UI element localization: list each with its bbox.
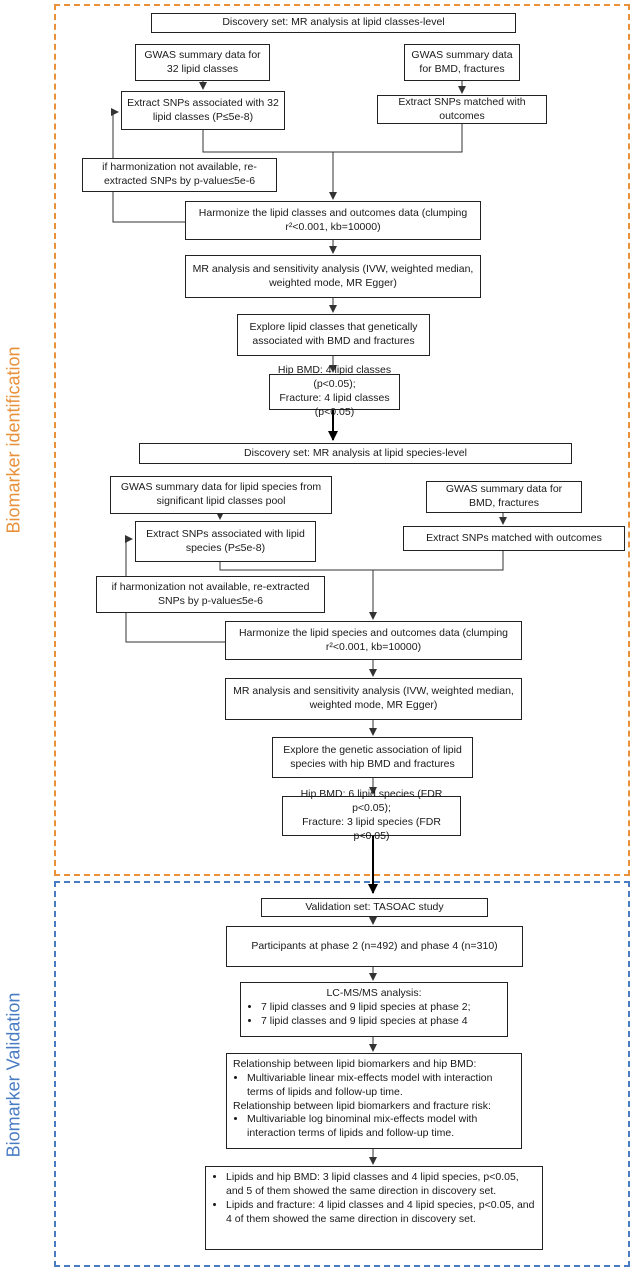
final-hip-bmd-item: Lipids and hip BMD: 3 lipid classes and …: [226, 1171, 536, 1199]
relationship-box: Relationship between lipid biomarkers an…: [226, 1053, 522, 1149]
rel-bmd-title: Relationship between lipid biomarkers an…: [233, 1058, 477, 1070]
classes-extract-lipid-box: Extract SNPs associated with 32 lipid cl…: [121, 91, 285, 130]
connector-merge-species: [219, 551, 504, 571]
final-fracture-item: Lipids and fracture: 4 lipid classes and…: [226, 1199, 536, 1227]
final-results-box: Lipids and hip BMD: 3 lipid classes and …: [205, 1166, 543, 1250]
classes-discovery-header: Discovery set: MR analysis at lipid clas…: [151, 13, 516, 33]
biomarker-identification-region: [54, 4, 630, 876]
lcms-analysis-box: LC-MS/MS analysis: 7 lipid classes and 9…: [240, 982, 508, 1037]
biomarker-validation-region: [54, 881, 630, 1267]
species-result-box: Hip BMD: 6 lipid species (FDR p<0.05); F…: [282, 788, 461, 842]
species-reextract-box: if harmonization not available, re-extra…: [96, 576, 325, 613]
classes-result-fracture: Fracture: 4 lipid classes (p<0.05): [279, 392, 390, 418]
classes-mr-analysis-box: MR analysis and sensitivity analysis (IV…: [185, 255, 481, 298]
species-extract-lipid-box: Extract SNPs associated with lipid speci…: [135, 521, 316, 562]
classes-gwas-outcome-box: GWAS summary data for BMD, fractures: [404, 44, 520, 81]
species-mr-analysis-box: MR analysis and sensitivity analysis (IV…: [225, 678, 522, 720]
species-gwas-outcome-box: GWAS summary data for BMD, fractures: [426, 481, 582, 513]
rel-fracture-item: Multivariable log binominal mix-effects …: [247, 1113, 515, 1141]
rel-bmd-item: Multivariable linear mix-effects model w…: [247, 1072, 515, 1100]
validation-set-header: Validation set: TASOAC study: [261, 898, 488, 917]
classes-explore-box: Explore lipid classes that genetically a…: [237, 314, 430, 356]
species-result-hip-bmd: Hip BMD: 6 lipid species (FDR p<0.05);: [300, 788, 443, 815]
species-explore-box: Explore the genetic association of lipid…: [272, 737, 473, 778]
classes-harmonize-box: Harmonize the lipid classes and outcomes…: [185, 201, 481, 240]
species-extract-outcome-box: Extract SNPs matched with outcomes: [403, 526, 625, 551]
participants-box: Participants at phase 2 (n=492) and phas…: [226, 926, 523, 967]
species-result-fracture: Fracture: 3 lipid species (FDR p<0.05): [302, 816, 441, 842]
species-harmonize-box: Harmonize the lipid species and outcomes…: [225, 621, 522, 660]
classes-gwas-lipid-box: GWAS summary data for 32 lipid classes: [135, 44, 270, 81]
classes-reextract-box: if harmonization not available, re-extra…: [82, 158, 277, 192]
classes-extract-outcome-box: Extract SNPs matched with outcomes: [377, 95, 547, 124]
species-gwas-lipid-box: GWAS summary data for lipid species from…: [110, 476, 332, 514]
species-discovery-header: Discovery set: MR analysis at lipid spec…: [139, 443, 572, 464]
lcms-title: LC-MS/MS analysis:: [326, 987, 422, 999]
classes-result-hip-bmd: Hip BMD: 4 lipid classes (p<0.05);: [277, 364, 392, 391]
lcms-item-phase2: 7 lipid classes and 9 lipid species at p…: [261, 1001, 501, 1015]
classes-result-box: Hip BMD: 4 lipid classes (p<0.05); Fract…: [269, 364, 400, 418]
lcms-item-phase4: 7 lipid classes and 9 lipid species at p…: [261, 1015, 501, 1029]
rel-fracture-title: Relationship between lipid biomarkers an…: [233, 1099, 491, 1112]
